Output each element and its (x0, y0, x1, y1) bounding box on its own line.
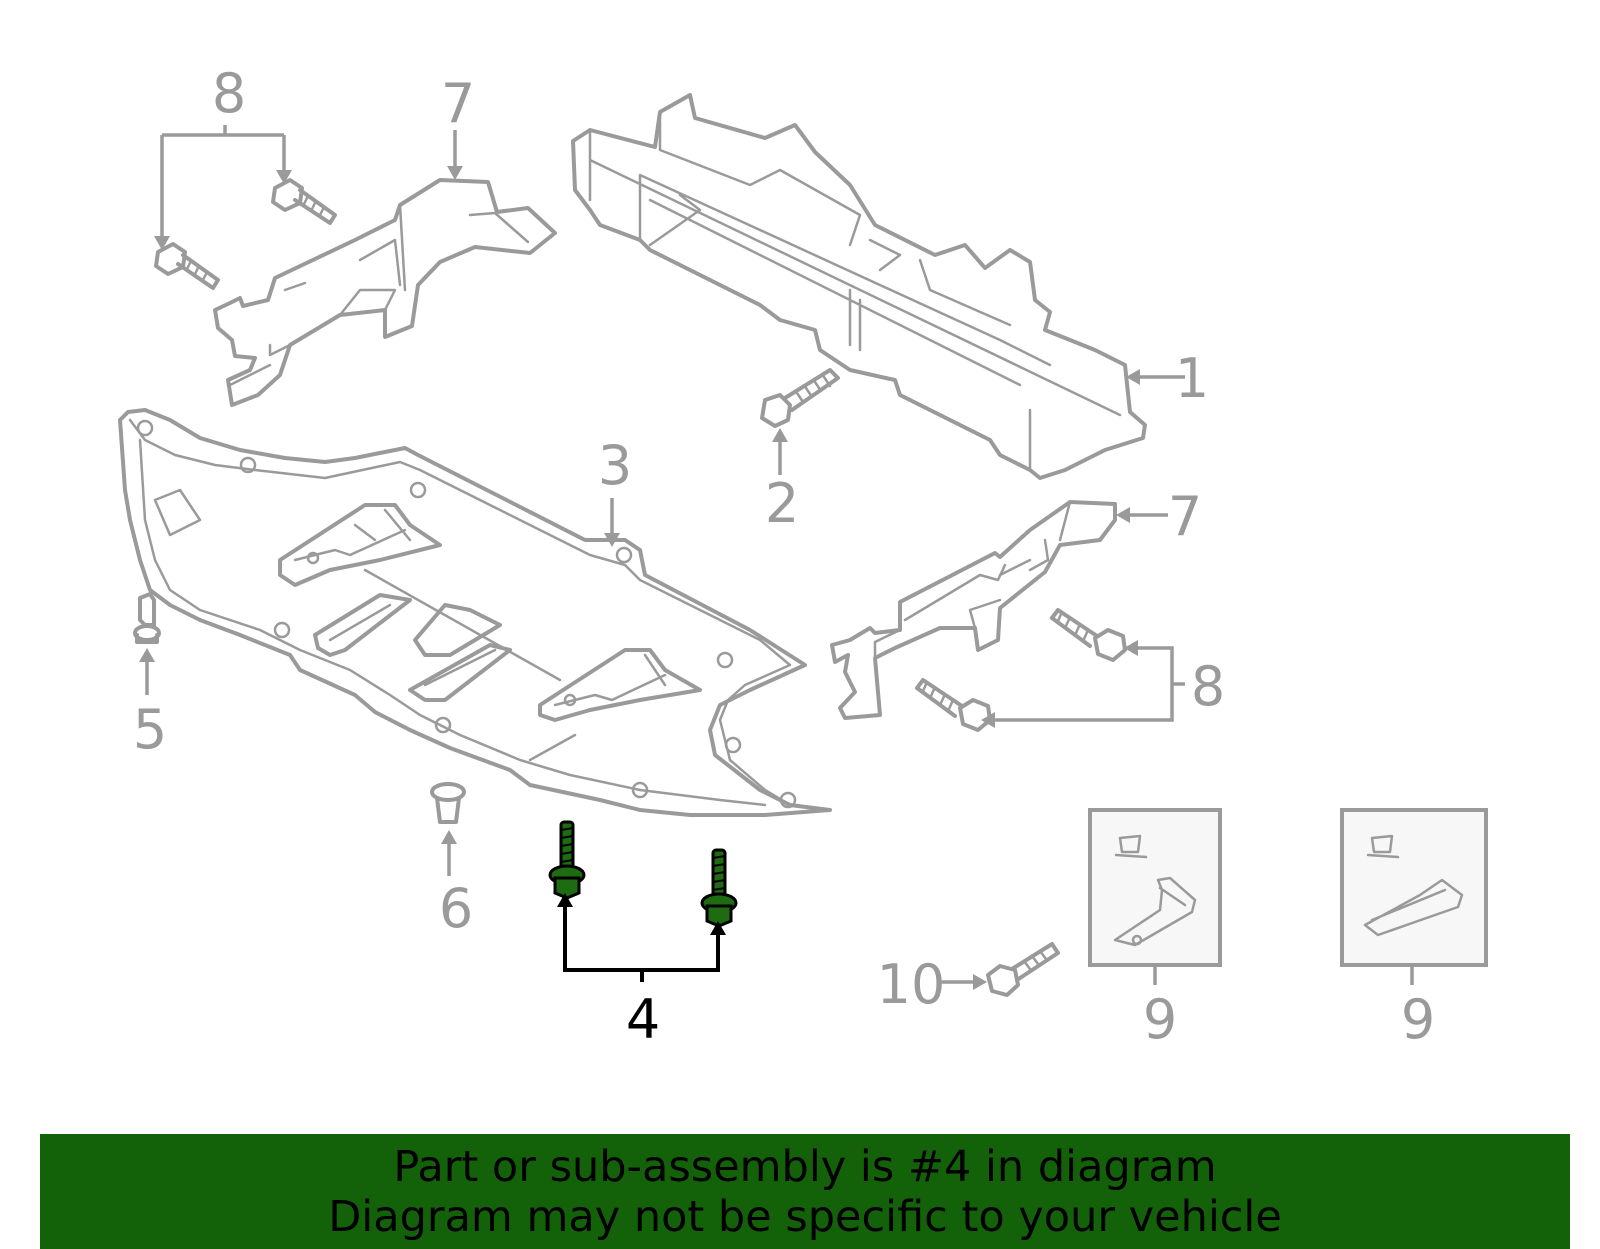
callout-2: 2 (765, 472, 799, 535)
part-8-upper-bolts (154, 178, 337, 290)
leader-lines (139, 125, 1414, 990)
part-9-inset-left (1088, 808, 1222, 967)
part-5-pin (133, 592, 161, 644)
part-7-lower-bracket (830, 500, 1117, 720)
part-10-bolt (986, 942, 1060, 997)
banner-line-2: Diagram may not be specific to your vehi… (328, 1192, 1282, 1242)
callout-1: 1 (1175, 347, 1209, 410)
callout-3: 3 (598, 434, 632, 497)
part-3-splash-shield (118, 408, 832, 817)
leader-4-highlight (557, 893, 726, 982)
callout-5: 5 (133, 698, 167, 761)
part-4-bolts (548, 820, 738, 928)
callout-6: 6 (439, 877, 473, 940)
part-1-deflector (571, 93, 1147, 480)
part-9-inset-right (1340, 808, 1488, 967)
part-6-clip (430, 782, 466, 824)
callout-7-lower: 7 (1168, 485, 1202, 548)
callout-9-right: 9 (1401, 988, 1435, 1051)
callout-7-upper: 7 (441, 72, 475, 135)
callout-8-lower: 8 (1191, 655, 1225, 718)
callout-9-left: 9 (1143, 988, 1177, 1051)
banner-line-1: Part or sub-assembly is #4 in diagram (393, 1142, 1217, 1192)
info-banner: Part or sub-assembly is #4 in diagram Di… (40, 1134, 1570, 1249)
part-7-upper-bracket (213, 178, 557, 407)
callout-8-upper: 8 (212, 62, 246, 125)
callout-4: 4 (626, 988, 660, 1051)
part-2-bolt (760, 368, 840, 428)
callout-10: 10 (877, 953, 946, 1016)
